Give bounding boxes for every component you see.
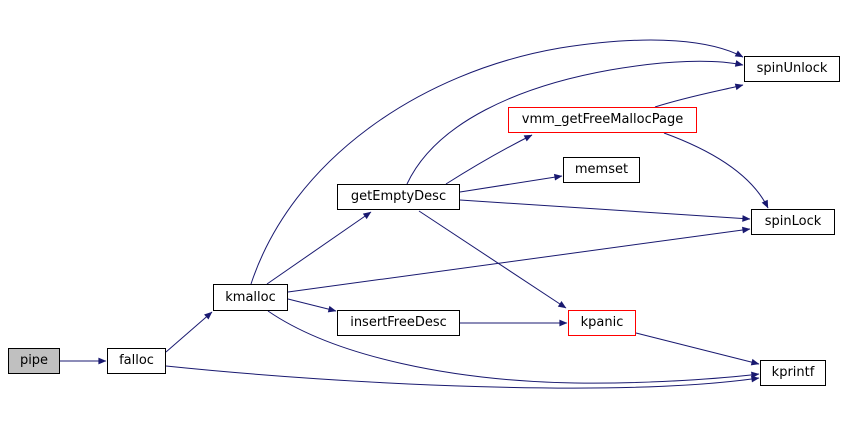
graph-node-kprintf[interactable]: kprintf <box>760 360 826 386</box>
graph-node-pipe: pipe <box>8 348 60 374</box>
graph-node-kpanic[interactable]: kpanic <box>568 310 636 336</box>
edge-getEmptyDesc-kpanic <box>418 210 567 309</box>
graph-node-insertFreeDesc[interactable]: insertFreeDesc <box>337 310 460 336</box>
node-label: kpanic <box>580 315 624 330</box>
edge-kpanic-kprintf <box>635 332 760 366</box>
node-label: kmalloc <box>225 289 276 305</box>
edge-kmalloc-kprintf <box>267 310 760 384</box>
edge-getEmptyDesc-spinLock <box>459 199 751 222</box>
edge-getEmptyDesc-vmm_getFreeMallocPage <box>445 134 533 185</box>
node-label: vmm_getFreeMallocPage <box>521 112 684 127</box>
graph-node-kmalloc[interactable]: kmalloc <box>213 284 288 311</box>
graph-node-memset[interactable]: memset <box>563 157 640 183</box>
edge-getEmptyDesc-memset <box>459 173 563 193</box>
edges-group <box>60 39 769 389</box>
node-label: memset <box>574 162 629 177</box>
edge-kmalloc-spinLock <box>287 226 751 293</box>
edge-falloc-kmalloc <box>165 311 213 353</box>
edge-kmalloc-getEmptyDesc <box>266 211 372 285</box>
graph-node-falloc[interactable]: falloc <box>107 348 166 374</box>
graph-node-spinUnlock[interactable]: spinUnlock <box>744 56 840 82</box>
graph-node-getEmptyDesc[interactable]: getEmptyDesc <box>337 184 460 210</box>
edge-getEmptyDesc-spinUnlock <box>406 60 744 185</box>
node-label: insertFreeDesc <box>350 315 447 330</box>
edge-kmalloc-spinUnlock <box>250 39 744 285</box>
graph-node-vmm_getFreeMallocPage[interactable]: vmm_getFreeMallocPage <box>508 107 697 133</box>
edge-kmalloc-insertFreeDesc <box>287 298 337 313</box>
edge-vmm_getFreeMallocPage-spinUnlock <box>654 83 744 108</box>
node-label: spinLock <box>764 214 822 229</box>
edge-falloc-kprintf <box>165 365 760 389</box>
node-label: pipe <box>19 353 49 368</box>
node-label: getEmptyDesc <box>350 189 447 204</box>
node-label: spinUnlock <box>756 61 828 76</box>
node-label: falloc <box>119 353 154 368</box>
edge-vmm_getFreeMallocPage-spinLock <box>663 132 769 209</box>
node-label: kprintf <box>771 365 815 380</box>
graph-node-spinLock[interactable]: spinLock <box>751 209 835 235</box>
